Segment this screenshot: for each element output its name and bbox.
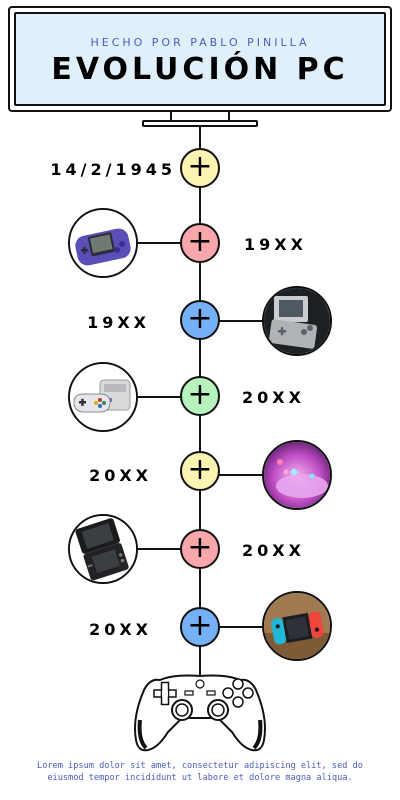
timeline-node-1[interactable]: + <box>180 148 220 188</box>
timeline-connector-5 <box>219 474 264 476</box>
timeline-date-4: 20XX <box>242 388 305 407</box>
timeline-date-3: 19XX <box>87 313 150 332</box>
timeline-node-5[interactable]: + <box>180 451 220 491</box>
timeline-connector-3 <box>219 320 264 322</box>
timeline-date-7: 20XX <box>89 620 152 639</box>
plus-icon: + <box>187 529 213 565</box>
gamepad-icon <box>134 660 266 752</box>
footer-line-2: eiusmod tempor incididunt ut labore et d… <box>47 773 353 783</box>
plus-icon: + <box>187 607 213 643</box>
timeline-connector-4 <box>137 396 181 398</box>
subtitle: HECHO POR PABLO PINILLA <box>90 36 310 49</box>
plus-icon: + <box>187 300 213 336</box>
monitor-frame: HECHO POR PABLO PINILLA EVOLUCIÓN PC <box>8 6 392 112</box>
monitor-neck <box>170 112 230 120</box>
monitor-stand <box>142 120 258 127</box>
timeline-node-6[interactable]: + <box>180 529 220 569</box>
page-title: EVOLUCIÓN PC <box>51 52 349 87</box>
timeline-node-7[interactable]: + <box>180 607 220 647</box>
timeline-date-1: 14/2/1945 <box>50 160 176 179</box>
timeline-connector-2 <box>137 242 181 244</box>
nintendo-ds-icon <box>68 514 138 584</box>
gameboy-advance-icon <box>68 208 138 278</box>
snes-console-icon <box>68 362 138 432</box>
timeline-connector-7 <box>219 626 264 628</box>
plus-icon: + <box>187 223 213 259</box>
timeline-node-3[interactable]: + <box>180 300 220 340</box>
timeline-node-2[interactable]: + <box>180 223 220 263</box>
timeline-node-4[interactable]: + <box>180 376 220 416</box>
plus-icon: + <box>187 376 213 412</box>
footer-line-1: Lorem ipsum dolor sit amet, consectetur … <box>37 761 363 771</box>
plus-icon: + <box>187 148 213 184</box>
monitor-screen: HECHO POR PABLO PINILLA EVOLUCIÓN PC <box>14 12 386 106</box>
timeline-date-5: 20XX <box>89 466 152 485</box>
timeline-connector-6 <box>137 548 181 550</box>
plus-icon: + <box>187 451 213 487</box>
purple-controller-icon <box>262 440 332 510</box>
footer-text: Lorem ipsum dolor sit amet, consectetur … <box>20 760 380 784</box>
gameboy-advance-sp-icon <box>262 286 332 356</box>
nintendo-switch-icon <box>262 591 332 661</box>
timeline-date-6: 20XX <box>242 541 305 560</box>
timeline-date-2: 19XX <box>244 235 307 254</box>
